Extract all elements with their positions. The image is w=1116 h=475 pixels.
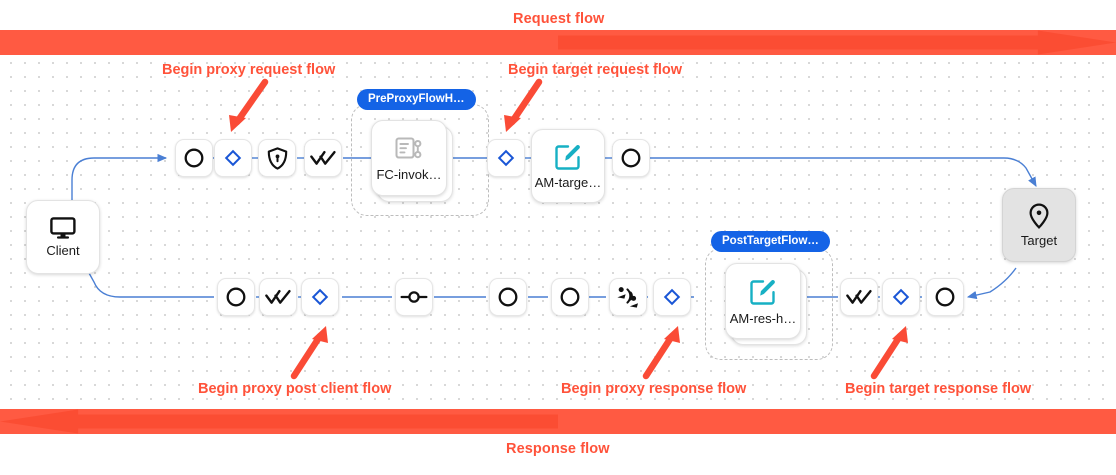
- flow-callout-icon: [395, 137, 422, 158]
- policy-am-res-h[interactable]: AM-res-h…: [725, 263, 807, 345]
- diamond-icon: [224, 149, 242, 167]
- monitor-icon: [50, 217, 76, 239]
- step-req-step-2[interactable]: [214, 139, 252, 177]
- step-res-step-9[interactable]: [840, 278, 878, 316]
- step-req-step-4[interactable]: [304, 139, 342, 177]
- double-check-icon: [265, 290, 291, 304]
- circle-icon: [226, 287, 246, 307]
- annotation-begin-target-response-flow: Begin target response flow: [845, 381, 1032, 397]
- policy-am-target[interactable]: AM-targe…: [531, 129, 605, 203]
- step-res-step-2[interactable]: [259, 278, 297, 316]
- circle-icon: [184, 148, 204, 168]
- endpoint-target-label: Target: [1020, 233, 1058, 248]
- response-flow-label: Response flow: [506, 441, 610, 457]
- request-flow-bar: [0, 30, 1116, 55]
- annotation-begin-proxy-post-client-flow: Begin proxy post client flow: [198, 381, 392, 397]
- step-res-step-5[interactable]: [489, 278, 527, 316]
- annotation-arrow-begin-proxy-request-flow: [229, 78, 269, 132]
- double-check-icon: [310, 151, 336, 165]
- group-chip-posttargetflowhook[interactable]: PostTargetFlow…: [711, 231, 830, 253]
- annotation-begin-proxy-request-flow: Begin proxy request flow: [162, 62, 336, 78]
- response-flow-arrow-icon: [0, 409, 558, 434]
- policy-label: AM-res-h…: [729, 310, 797, 326]
- step-res-step-1[interactable]: [217, 278, 255, 316]
- circle-icon: [498, 287, 518, 307]
- group-chip-preproxyflowhook[interactable]: PreProxyFlowH…: [357, 89, 476, 111]
- location-pin-icon: [1029, 203, 1049, 229]
- circle-icon: [935, 287, 955, 307]
- step-req-step-5[interactable]: [487, 139, 525, 177]
- annotation-begin-proxy-response-flow: Begin proxy response flow: [561, 381, 747, 397]
- step-res-step-6[interactable]: [551, 278, 589, 316]
- annotation-arrow-begin-target-request-flow: [504, 78, 543, 132]
- assign-message-icon: [555, 145, 580, 170]
- double-check-icon: [846, 290, 872, 304]
- circle-icon: [621, 148, 641, 168]
- shield-lock-icon: [267, 146, 287, 170]
- diamond-icon: [497, 149, 515, 167]
- annotation-arrow-begin-proxy-response-flow: [642, 326, 680, 380]
- assign-message-icon: [750, 279, 775, 305]
- response-flow-bar: [0, 409, 1116, 434]
- diamond-icon: [663, 288, 681, 306]
- policy-label: AM-targe…: [534, 175, 602, 190]
- annotation-arrow-begin-target-response-flow: [870, 326, 908, 380]
- step-res-step-7[interactable]: [609, 278, 647, 316]
- step-req-step-1[interactable]: [175, 139, 213, 177]
- request-flow-label: Request flow: [513, 11, 605, 27]
- policy-fc-invoke[interactable]: FC-invok…: [371, 120, 453, 202]
- policy-card-front[interactable]: FC-invok…: [371, 120, 447, 196]
- diamond-icon: [311, 288, 329, 306]
- step-res-step-8[interactable]: [653, 278, 691, 316]
- step-res-step-11[interactable]: [926, 278, 964, 316]
- step-res-step-4[interactable]: [395, 278, 433, 316]
- endpoint-target[interactable]: Target: [1002, 188, 1076, 262]
- broadcast-icon: [617, 287, 638, 308]
- annotation-begin-target-request-flow: Begin target request flow: [508, 62, 683, 78]
- step-res-step-10[interactable]: [882, 278, 920, 316]
- diamond-icon: [892, 288, 910, 306]
- policy-card-front[interactable]: AM-res-h…: [725, 263, 801, 339]
- step-req-step-3[interactable]: [258, 139, 296, 177]
- annotation-arrow-begin-proxy-post-client-flow: [290, 326, 328, 380]
- circle-icon: [560, 287, 580, 307]
- request-flow-arrow-icon: [558, 30, 1116, 55]
- diagram-canvas[interactable]: [0, 52, 1116, 409]
- endpoint-client-label: Client: [46, 243, 80, 258]
- policy-label: FC-invok…: [376, 166, 442, 182]
- node-connector-icon: [400, 291, 428, 303]
- step-res-step-3[interactable]: [301, 278, 339, 316]
- endpoint-client[interactable]: Client: [26, 200, 100, 274]
- step-req-step-6[interactable]: [612, 139, 650, 177]
